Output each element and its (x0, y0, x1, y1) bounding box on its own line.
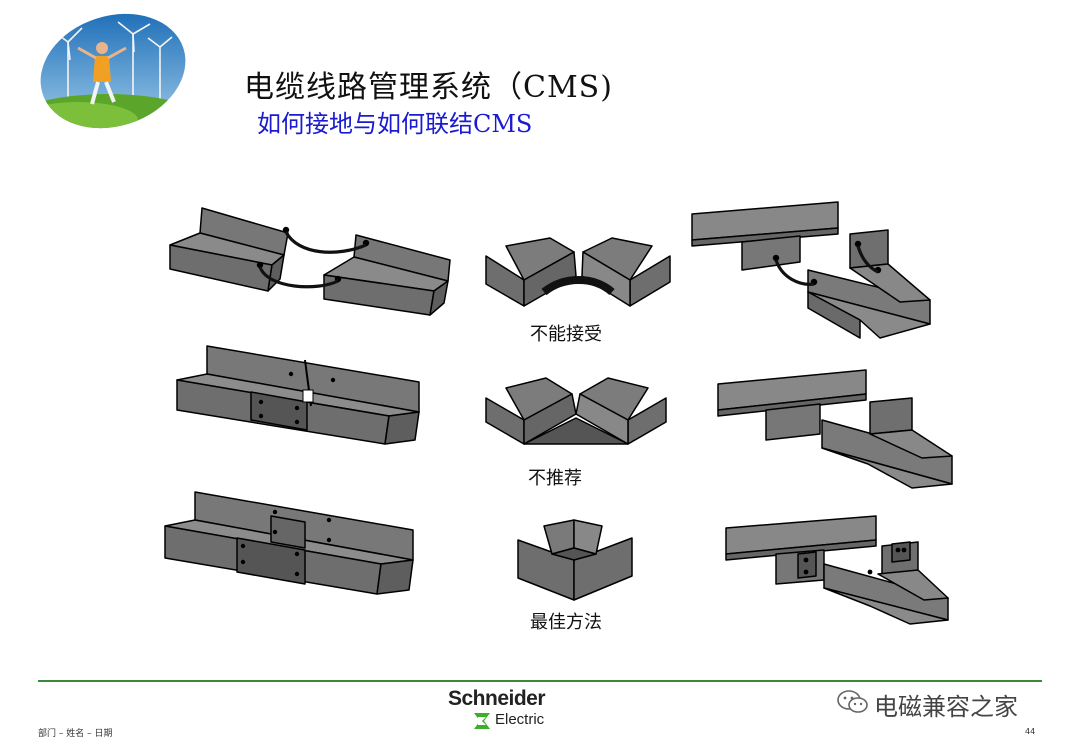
brand-sub: Electric (495, 711, 545, 728)
watermark-text: 电磁兼容之家 (874, 693, 1018, 721)
caption-unacceptable: 不能接受 (530, 324, 602, 345)
page-number: 44 (1025, 727, 1036, 736)
footer-divider (38, 680, 1042, 682)
corner-piece-figure (517, 519, 633, 601)
t-junction-jumper-figure (691, 201, 931, 339)
t-junction-bolted-figure (725, 515, 949, 625)
slide-subtitle: 如何接地与如何联结CMS (257, 110, 533, 138)
caption-best-practice: 最佳方法 (530, 612, 602, 633)
corner-joint-jumper-figure (485, 237, 671, 307)
straight-joint-gap-figure (176, 345, 420, 445)
brand-name: Schneider (448, 687, 546, 710)
tray-joint-jumper-figure (169, 207, 451, 316)
caption-not-recommended: 不推荐 (528, 468, 582, 489)
straight-joint-plate-figure (164, 491, 414, 595)
wechat-icon (837, 690, 868, 713)
corner-joint-plate-figure (485, 377, 667, 445)
schneider-logo-icon (474, 713, 490, 729)
logo-photo-ellipse (38, 12, 188, 130)
slide-title: 电缆线路管理系统（CMS) (244, 70, 613, 105)
t-junction-butted-figure (717, 369, 953, 489)
footer-department-name-date: 部门 – 姓名 – 日期 (38, 729, 113, 739)
